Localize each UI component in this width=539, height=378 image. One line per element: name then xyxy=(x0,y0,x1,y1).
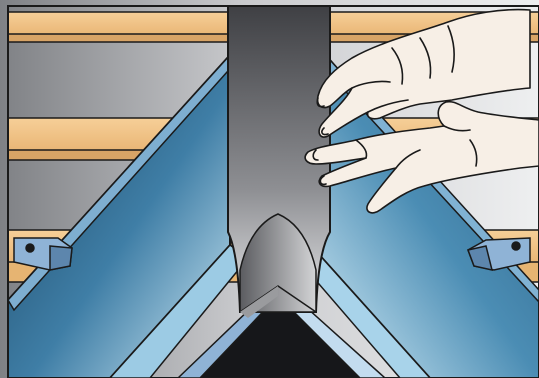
insulation-illustration xyxy=(0,0,539,378)
